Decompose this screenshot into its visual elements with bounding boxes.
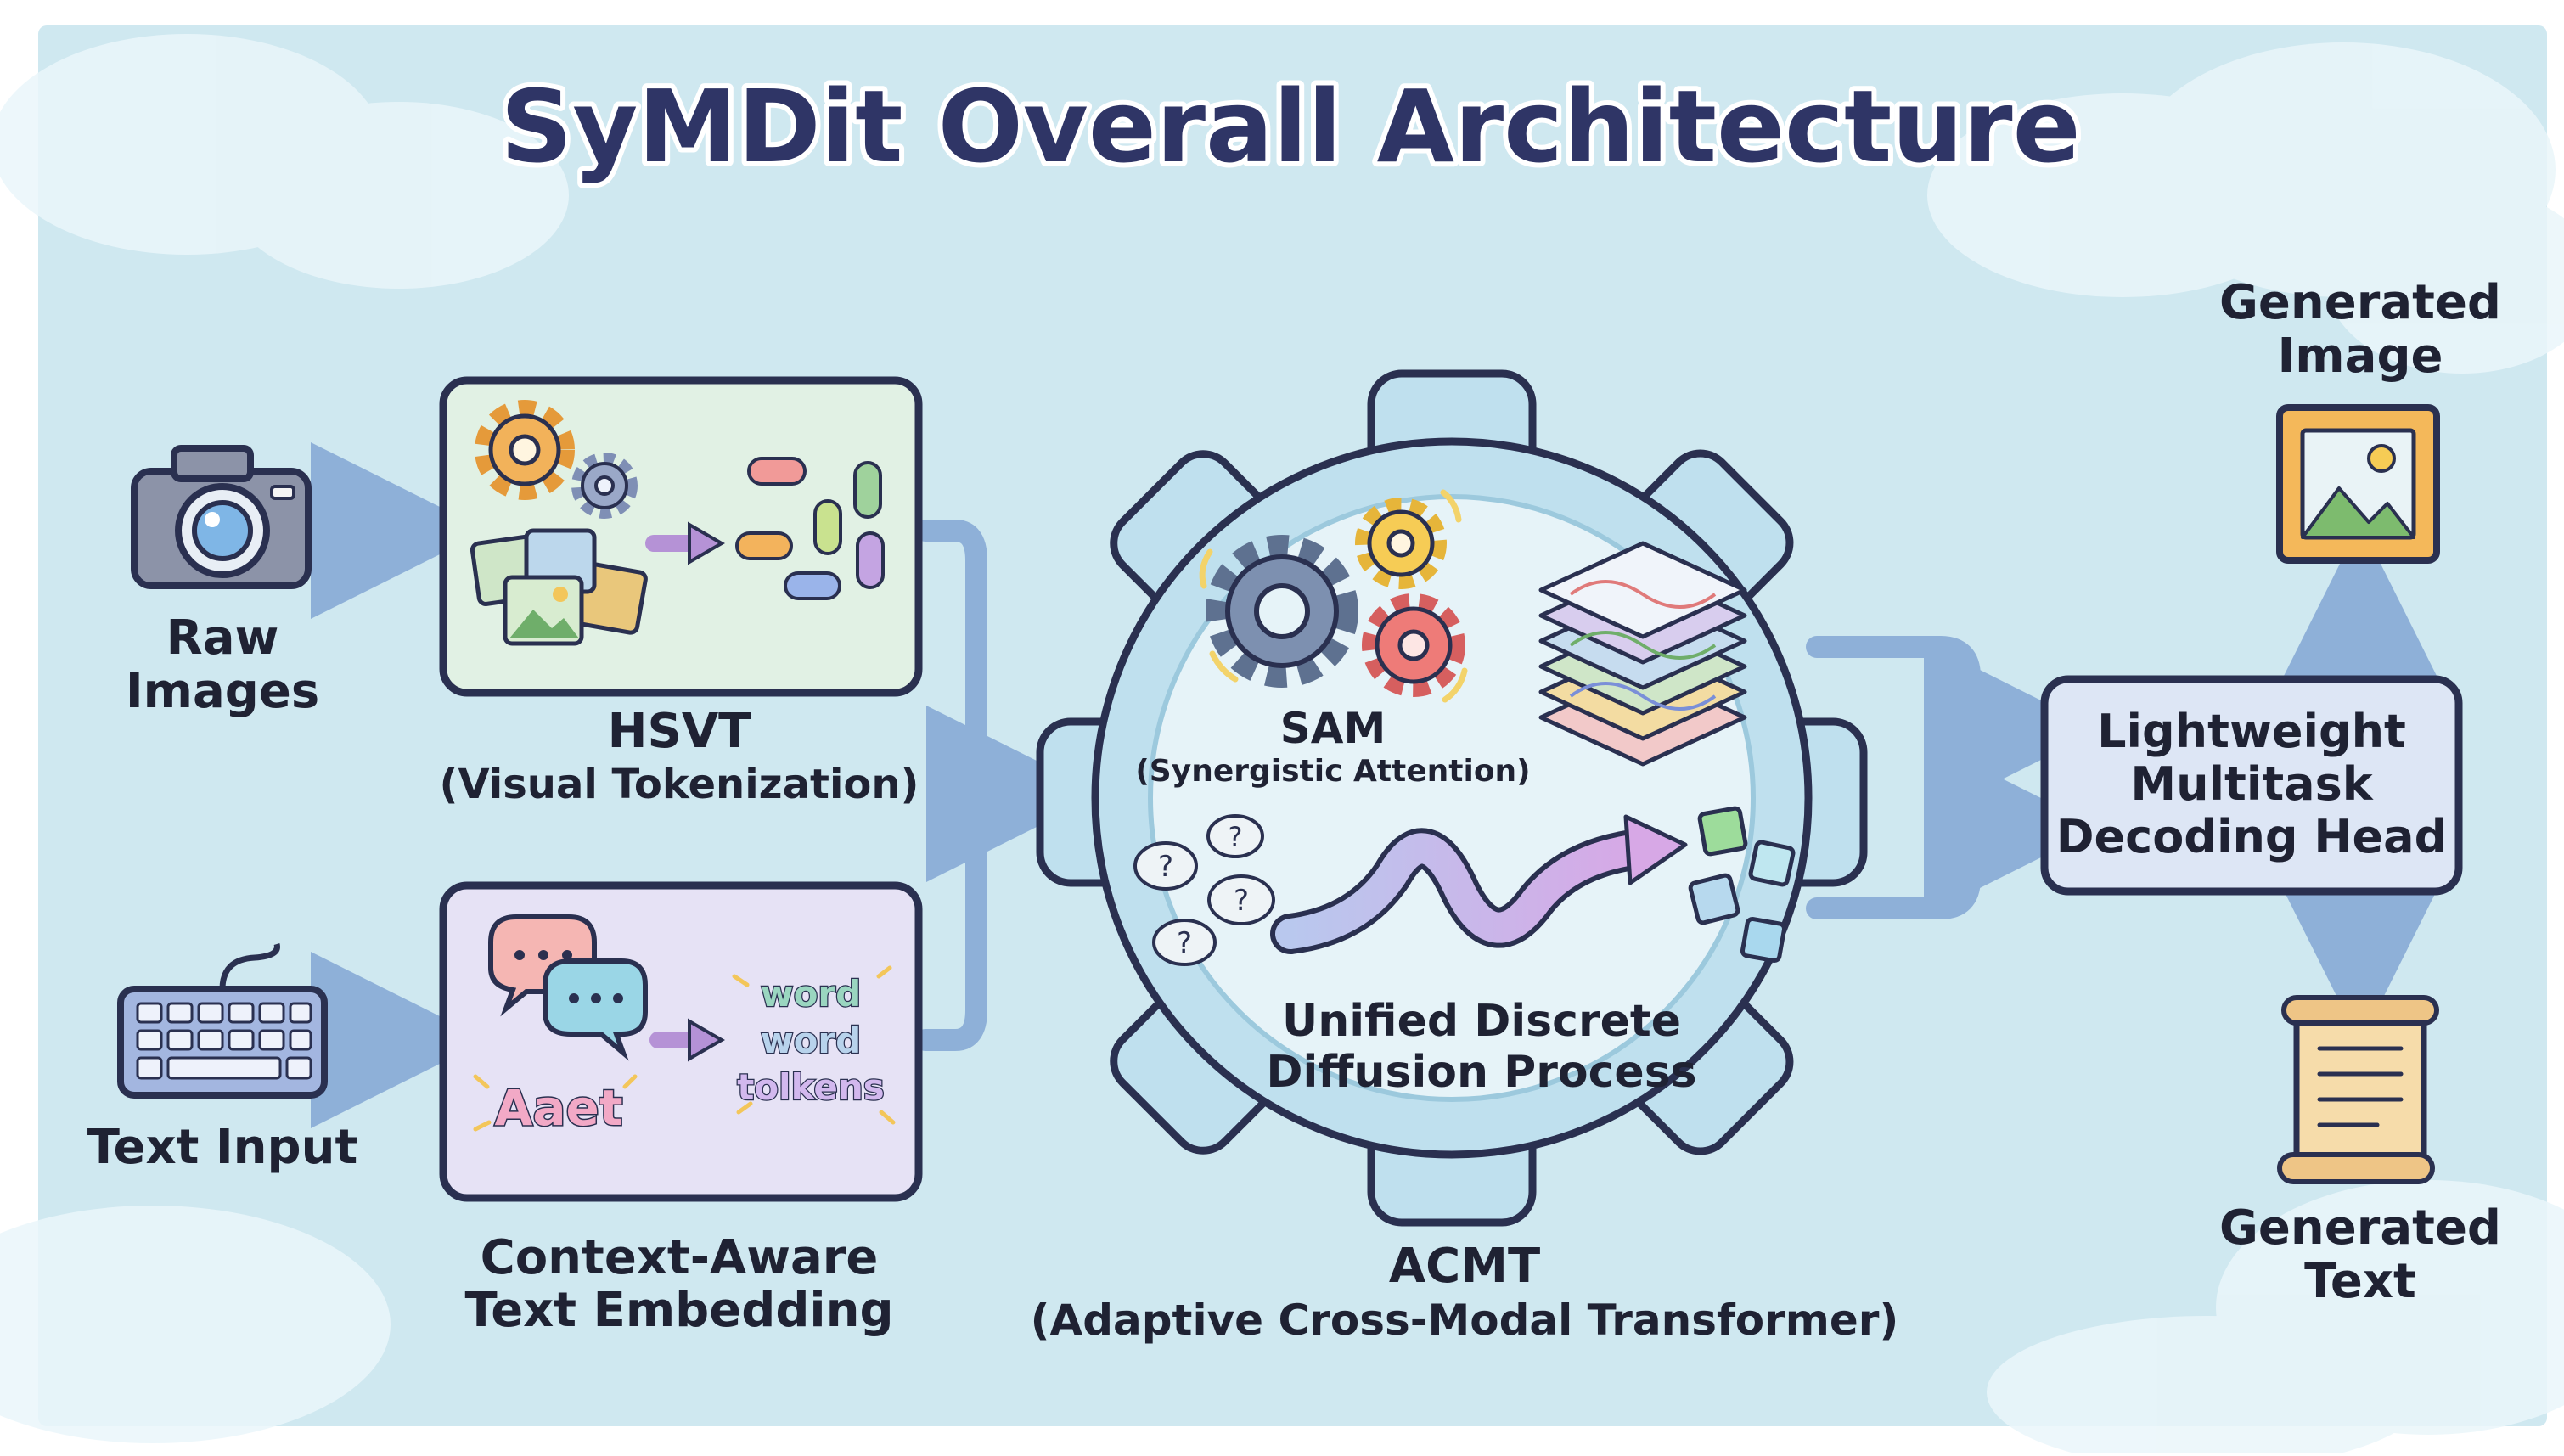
gear-icon <box>475 400 575 500</box>
generated-text-line1: Generated <box>2219 1200 2501 1256</box>
arrow-embedding-to-acmt <box>914 783 1017 1051</box>
background-clouds <box>0 34 2564 1456</box>
decoder-line2: Multitask <box>2130 757 2373 811</box>
sam-glow-arcs <box>1199 489 1468 703</box>
generated-image-line1: Generated <box>2219 275 2501 330</box>
sam-gear-red <box>1362 593 1465 697</box>
speech-bubbles-icon <box>488 914 648 1061</box>
scroll-icon <box>2277 995 2439 1184</box>
picture-frame-icon <box>2276 404 2440 564</box>
sam-name: SAM <box>1280 704 1386 753</box>
text-embedding-panel: Aaet word word tolkens <box>439 881 923 1202</box>
keyboard-icon <box>117 943 328 1099</box>
sam-gear-yellow <box>1355 498 1447 589</box>
camera-icon <box>131 445 312 589</box>
acmt-name: ACMT <box>1389 1239 1540 1294</box>
decoder-line1: Lightweight <box>2097 705 2406 758</box>
text-token-1: word <box>761 973 861 1015</box>
hsvt-name: HSVT <box>608 704 751 759</box>
diffusion-label-line2: Diffusion Process <box>1266 1047 1696 1098</box>
noise-clouds <box>1133 814 1275 966</box>
noise-glyph-1: ? <box>1229 821 1243 853</box>
arrow-acmt-to-decoder-top <box>1806 636 2100 818</box>
raw-images-label-line1: Raw <box>166 610 279 666</box>
visual-token-bars <box>735 457 885 600</box>
text-embedding-line1: Context-Aware <box>481 1230 879 1285</box>
feature-layers-icon <box>1538 541 1747 767</box>
noise-glyph-4: ? <box>1177 926 1192 960</box>
diffusion-wave-arrow <box>1270 814 1688 954</box>
decoder-line3: Decoding Head <box>2056 810 2448 863</box>
flow-arrows <box>311 442 2449 1128</box>
diffusion-label-line1: Unified Discrete <box>1282 996 1681 1047</box>
hsvt-panel <box>439 376 923 697</box>
sparkle-decoration <box>473 965 896 1132</box>
noise-glyph-3: ? <box>1234 884 1249 918</box>
hsvt-subtitle: (Visual Tokenization) <box>440 761 919 808</box>
generated-image-line2: Image <box>2277 329 2443 384</box>
noise-glyph-2: ? <box>1158 850 1173 884</box>
text-token-3: tolkens <box>737 1066 885 1108</box>
text-token-2: word <box>761 1020 861 1061</box>
text-input-label: Text Input <box>87 1120 358 1175</box>
generated-text-line2: Text <box>2304 1254 2416 1309</box>
image-stack-icon <box>470 528 648 646</box>
acmt-subtitle: (Adaptive Cross-Modal Transformer) <box>1031 1296 1899 1345</box>
diagram-title: SyMDit Overall Architecture <box>500 68 2080 185</box>
embedding-bubble-word: Aaet <box>494 1079 622 1137</box>
sam-subtitle: (Synergistic Attention) <box>1135 754 1530 789</box>
raw-images-label-line2: Images <box>126 664 319 719</box>
arrow-acmt-to-decoder-bottom <box>1806 739 2100 919</box>
gear-icon <box>571 453 638 519</box>
decoding-head-box <box>2040 675 2463 896</box>
text-embedding-line2: Text Embedding <box>464 1283 893 1338</box>
discrete-token-cubes <box>1688 806 1796 964</box>
sam-gear-large <box>1206 535 1358 688</box>
